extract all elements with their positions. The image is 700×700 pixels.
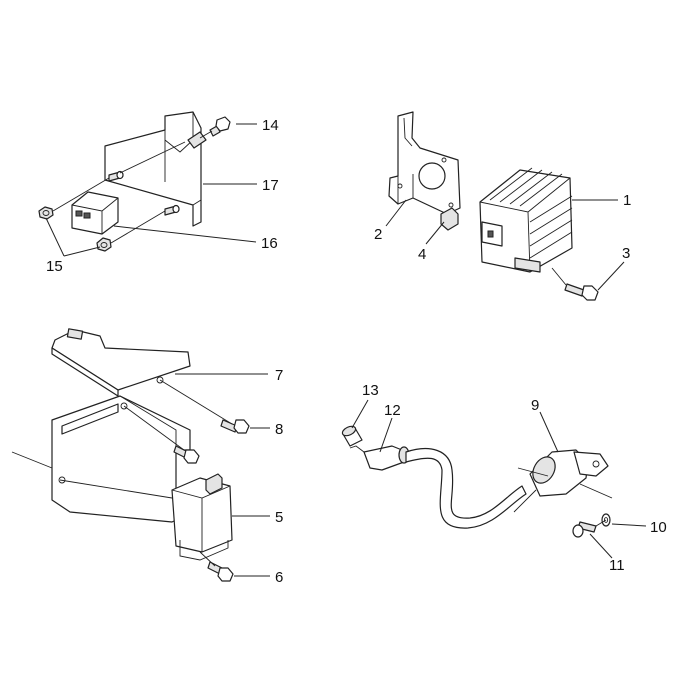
- mounting-clip: [440, 207, 459, 231]
- callout-9: 9: [531, 397, 539, 414]
- bracket-bolt: [209, 116, 231, 137]
- relay-bracket-assembly: [38, 111, 231, 252]
- leader-lines: [45, 123, 647, 577]
- bracket-hole-large: [418, 162, 446, 190]
- callout-13: 13: [362, 382, 379, 399]
- ignition-lead: [405, 448, 527, 529]
- hex-nut-upper: [38, 206, 54, 220]
- callout-11: 11: [609, 557, 625, 574]
- voltage-regulator: [479, 167, 573, 273]
- spark-plug-cap: [513, 449, 609, 513]
- relay-bracket: [104, 111, 202, 227]
- spark-plug-cap-assembly: [341, 425, 613, 538]
- callout-15: 15: [46, 258, 63, 275]
- callout-12: 12: [384, 402, 401, 419]
- coil-bolt-lower: [207, 561, 234, 582]
- cap-bolt: [572, 521, 597, 538]
- regulator-assembly: [388, 111, 599, 301]
- callout-1: 1: [623, 192, 631, 209]
- callout-16: 16: [261, 235, 278, 252]
- callout-6: 6: [275, 569, 283, 586]
- callout-4: 4: [418, 246, 426, 263]
- regulator-bracket: [388, 111, 461, 215]
- coil-bracket-bolt: [220, 419, 250, 434]
- callout-5: 5: [275, 509, 283, 526]
- callout-numbers: 1 2 3 4 5 6 7 8 9 10 11 12 13 14 15 16 1…: [46, 117, 667, 586]
- coil-bolt-upper: [173, 445, 200, 464]
- callout-17: 17: [262, 177, 279, 194]
- ignition-coil-assembly: [11, 328, 250, 582]
- bracket-bushing: [187, 131, 207, 149]
- callout-3: 3: [622, 245, 630, 262]
- callout-7: 7: [275, 367, 283, 384]
- coil-bracket: [51, 329, 191, 391]
- relay: [71, 191, 119, 235]
- callout-10: 10: [650, 519, 667, 536]
- callout-8: 8: [275, 421, 283, 438]
- callout-2: 2: [374, 226, 382, 243]
- regulator-bolt: [564, 283, 599, 301]
- ignition-coil: [171, 473, 233, 561]
- callout-14: 14: [262, 117, 279, 134]
- plug-boot: [349, 445, 410, 471]
- hex-nut-lower: [96, 237, 112, 252]
- wire-sleeve: [341, 425, 363, 447]
